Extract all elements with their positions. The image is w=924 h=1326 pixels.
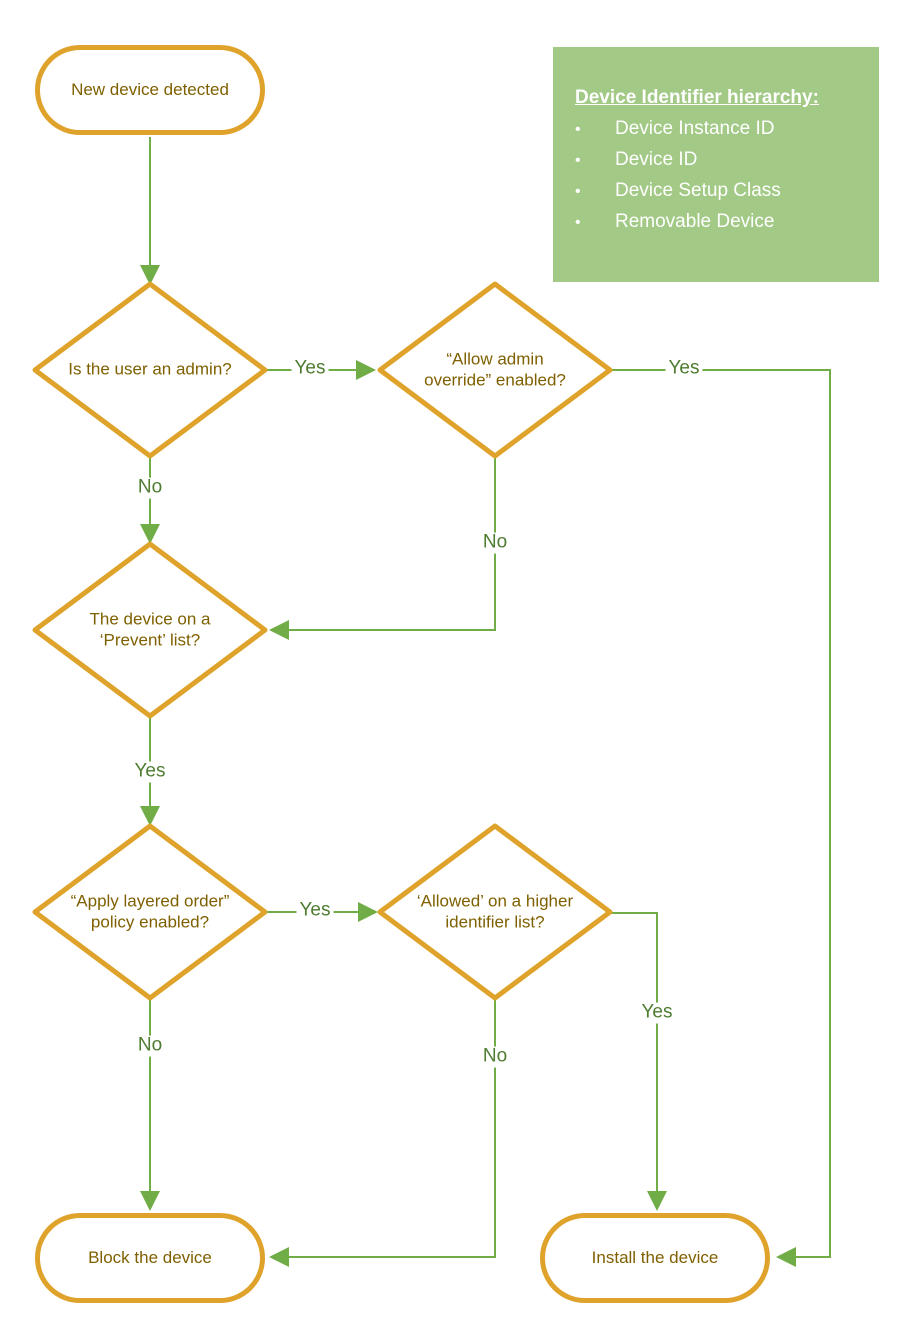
edge-label-allowed-higher-yes: Yes [638, 1002, 676, 1024]
node-install-device-label: Install the device [591, 1247, 719, 1267]
decision-prevent-list-label: The device on a ‘Prevent’ list? [89, 609, 211, 649]
bullet-icon: • [575, 183, 581, 200]
edge-label-is-admin-yes: Yes [291, 358, 329, 380]
info-box-item-label: Device ID [615, 149, 698, 170]
bullet-icon: • [575, 121, 581, 138]
connector-allowed-higher-no-to-block [269, 997, 496, 1267]
connector-allow-override-no-to-prevent-list [269, 457, 496, 640]
info-box-title: Device Identifier hierarchy: [575, 87, 819, 108]
decision-is-admin-label: Is the user an admin? [68, 359, 232, 379]
node-install-device: Install the device [540, 1213, 770, 1303]
edge-label-allow-override-no: No [479, 532, 511, 554]
info-box-item-label: Device Setup Class [615, 180, 781, 201]
bullet-icon: • [575, 152, 581, 169]
edge-label-allowed-higher-no: No [479, 1046, 511, 1068]
info-box-item-label: Device Instance ID [615, 118, 775, 139]
decision-allow-override-label: “Allow admin override” enabled? [424, 349, 566, 389]
edge-label-is-admin-no: No [134, 477, 166, 499]
info-box-item: • Device ID [575, 149, 865, 171]
decision-allow-override-shape [377, 281, 613, 459]
decision-allowed-higher-shape [377, 823, 613, 1001]
decision-is-admin-shape [32, 281, 268, 459]
info-box-item: • Device Setup Class [575, 180, 865, 202]
decision-prevent-list-shape [32, 541, 268, 719]
info-box-item-label: Removable Device [615, 211, 775, 232]
connector-allowed-higher-yes-to-install [610, 912, 667, 1211]
node-start-label: New device detected [71, 79, 229, 99]
edge-label-layered-order-no: No [134, 1035, 166, 1057]
decision-layered-order-shape [32, 823, 268, 1001]
node-block-device: Block the device [35, 1213, 265, 1303]
info-box-item: • Device Instance ID [575, 118, 865, 140]
edge-label-layered-order-yes: Yes [296, 900, 334, 922]
decision-layered-order-label: “Apply layered order” policy enabled? [70, 891, 230, 931]
connector-allow-override-yes-to-install [610, 369, 831, 1267]
edge-label-prevent-list-yes: Yes [131, 761, 169, 783]
node-block-device-label: Block the device [88, 1247, 212, 1267]
bullet-icon: • [575, 214, 581, 231]
node-start: New device detected [35, 45, 265, 135]
device-identifier-hierarchy-box: Device Identifier hierarchy: • Device In… [553, 47, 879, 282]
info-box-item: • Removable Device [575, 211, 865, 233]
decision-allowed-higher-label: ‘Allowed’ on a higher identifier list? [416, 891, 574, 931]
edge-label-allow-override-yes: Yes [665, 358, 703, 380]
